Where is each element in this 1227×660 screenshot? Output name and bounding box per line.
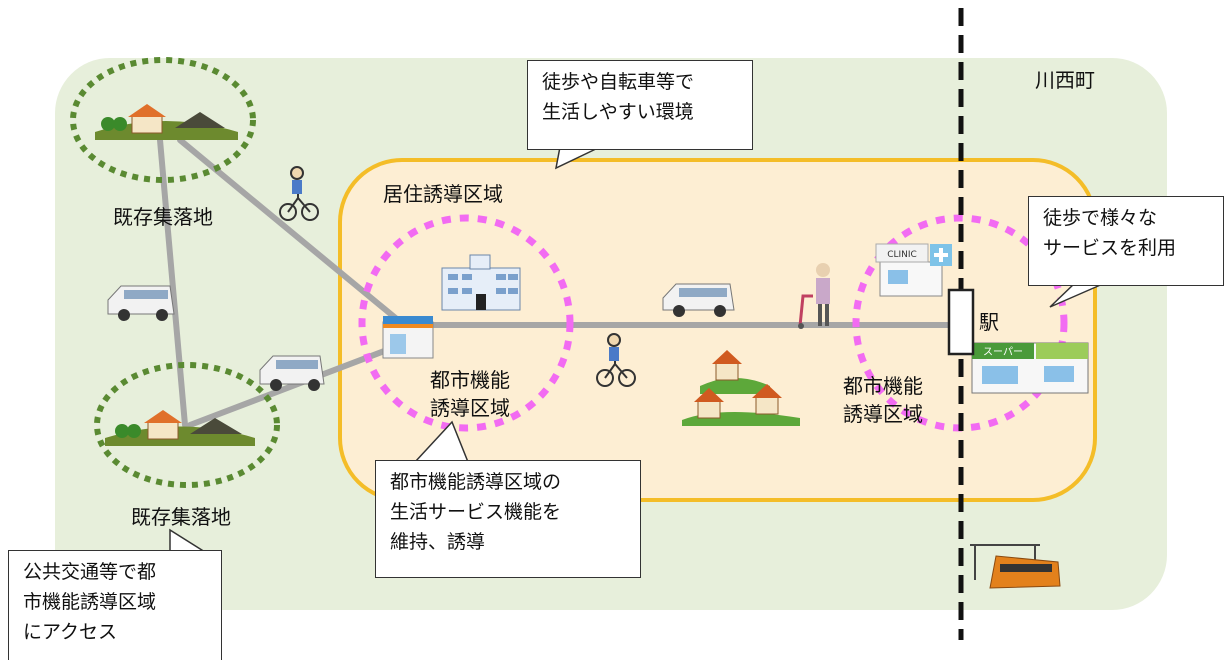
- callout-walk-services-line1: 徒歩で様々な: [1043, 207, 1158, 229]
- callout-walk-bike: 徒歩や自転車等で 生活しやすい環境: [527, 60, 753, 150]
- residential-zone-label: 居住誘導区域: [383, 182, 503, 206]
- settlement-ring-bottom: [94, 362, 280, 488]
- van-icon-lower-road: [259, 355, 325, 391]
- elderly-walker-icon: [798, 263, 830, 329]
- callout-walk-services: 徒歩で様々な サービスを利用: [1028, 196, 1224, 286]
- urban-zone-left-line1: 都市機能: [430, 368, 510, 392]
- callout-maintain: 都市機能誘導区域の 生活サービス機能を 維持、誘導: [375, 460, 641, 578]
- bicycle-icon-lower: [596, 333, 636, 387]
- settlement-bottom-label: 既存集落地: [131, 505, 231, 529]
- urban-zone-left-label: 都市機能 誘導区域: [420, 366, 520, 422]
- school-building-icon: [441, 254, 521, 311]
- houses-icon: [682, 350, 800, 426]
- callout-transit: 公共交通等で都 市機能誘導区域 にアクセス: [8, 550, 222, 660]
- van-icon-settlements: [107, 285, 175, 321]
- callout-transit-line2: 市機能誘導区域: [23, 591, 157, 613]
- supermarket-icon: スーパー: [971, 342, 1089, 394]
- clinic-icon: CLINIC: [875, 243, 952, 297]
- bicycle-icon-upper: [279, 166, 319, 221]
- settlement-top-label: 既存集落地: [113, 205, 213, 229]
- urban-zone-right-label: 都市機能 誘導区域: [833, 372, 933, 428]
- station-label: 駅: [979, 310, 999, 334]
- callout-transit-line1: 公共交通等で都: [23, 561, 157, 583]
- supermarket-sign: スーパー: [983, 346, 1023, 358]
- callout-walk-bike-line2: 生活しやすい環境: [542, 101, 694, 123]
- urban-zone-right-line1: 都市機能: [843, 374, 923, 398]
- settlement-scene-top: [95, 104, 238, 140]
- convenience-store-icon: [382, 316, 434, 359]
- station-box: [947, 288, 975, 356]
- train-icon: [970, 544, 1061, 589]
- callout-maintain-line1: 都市機能誘導区域の: [390, 471, 562, 493]
- callout-walk-services-line2: サービスを利用: [1043, 237, 1177, 259]
- road-network: [157, 137, 951, 428]
- callout-transit-line3: にアクセス: [23, 621, 118, 643]
- callout-maintain-line3: 維持、誘導: [390, 531, 486, 553]
- van-icon-main-road: [662, 283, 735, 317]
- urban-zone-left-line2: 誘導区域: [430, 396, 510, 420]
- urban-zone-right-line2: 誘導区域: [843, 402, 923, 426]
- callout-walk-bike-line1: 徒歩や自転車等で: [542, 71, 695, 93]
- settlement-scene-bottom: [105, 410, 255, 446]
- town-label: 川西町: [1035, 68, 1095, 92]
- clinic-sign: CLINIC: [887, 250, 917, 260]
- callout-maintain-line2: 生活サービス機能を: [390, 501, 562, 523]
- urban-zone-ring-left: [358, 214, 574, 432]
- settlement-ring-top: [70, 57, 256, 183]
